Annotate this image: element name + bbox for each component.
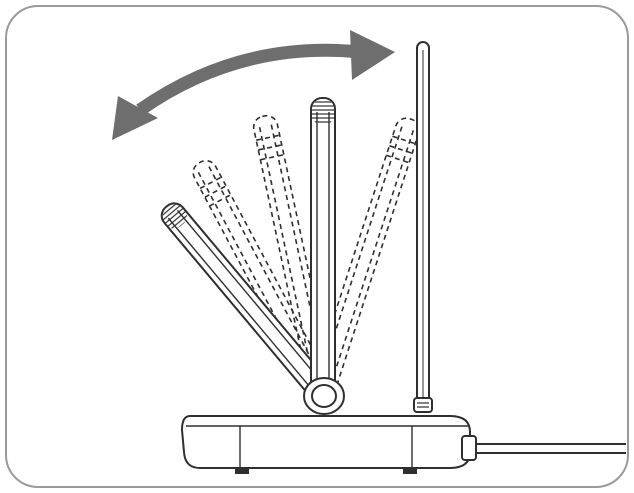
antenna-icon-folded [160,202,328,397]
rotation-arrow-icon [112,30,395,140]
router-base-icon [180,415,471,474]
antenna-icon-thin [413,41,433,413]
antenna-icon-vertical [310,97,336,393]
antenna-ghost-1 [192,159,330,395]
power-cable-icon [461,435,626,461]
antenna-hinge [303,377,345,415]
